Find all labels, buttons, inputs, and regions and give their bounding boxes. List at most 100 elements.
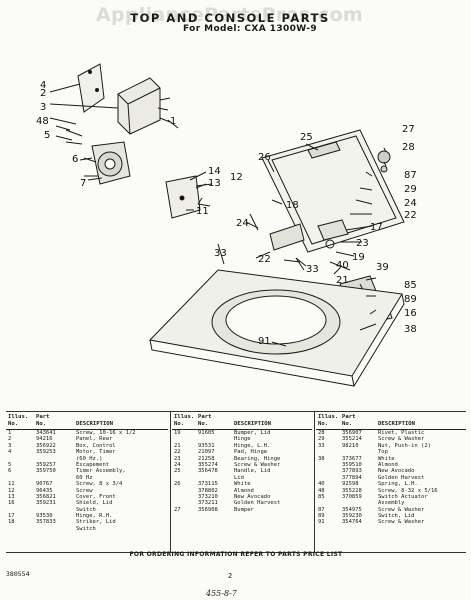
callout-3: 3 bbox=[40, 102, 46, 113]
header-illus: Illus. No. bbox=[8, 414, 29, 427]
table-row: (60 Hz.) bbox=[6, 456, 168, 462]
cell-illus: 48 bbox=[318, 487, 325, 494]
page-number: 2 bbox=[228, 572, 233, 580]
cell-desc: Screw, 8 x 3/4 bbox=[76, 481, 123, 488]
cell-illus: 25 bbox=[174, 468, 181, 475]
cell-illus: 13 bbox=[8, 493, 15, 500]
cell-part: 356908 bbox=[198, 506, 218, 513]
header-illus: Illus. No. bbox=[318, 414, 339, 427]
table-bottom-rule bbox=[6, 552, 466, 553]
control-box-shape bbox=[117, 77, 161, 135]
table-row: Lid bbox=[172, 475, 312, 481]
cell-illus: 40 bbox=[318, 481, 325, 488]
table-row: 60 Hz bbox=[6, 475, 168, 481]
callout-33-right: 33 bbox=[306, 264, 319, 275]
cell-desc: Bumper bbox=[234, 506, 254, 513]
callout-24-lower: 24 bbox=[236, 218, 249, 229]
callout-39: 39 bbox=[376, 262, 389, 273]
cell-illus: 26 bbox=[174, 481, 181, 488]
callout-91: 91 bbox=[258, 336, 271, 347]
table-row: Assembly bbox=[316, 500, 466, 506]
cell-desc: Hinge bbox=[234, 436, 251, 443]
callout-26: 26 bbox=[258, 152, 271, 163]
cell-desc: Panel, Rear bbox=[76, 436, 113, 443]
column-header: Illus. No. Part No. DESCRIPTION bbox=[6, 411, 168, 430]
cell-illus: 27 bbox=[174, 506, 181, 513]
cell-part: 21097 bbox=[198, 449, 215, 456]
cell-desc: Timer Assembly, bbox=[76, 468, 126, 475]
cell-desc: Screw & Washer bbox=[234, 461, 281, 468]
handwritten-note: 455-8-7 bbox=[206, 589, 237, 598]
cell-desc: Hinge, R.H. bbox=[76, 513, 113, 520]
exploded-parts-diagram: 1 2 3 4 48 5 6 7 14 13 12 11 25 26 27 28… bbox=[36, 63, 417, 387]
column-divider bbox=[314, 411, 315, 552]
ordering-footer: FOR ORDERING INFORMATION REFER TO PARTS … bbox=[129, 551, 343, 558]
column-divider bbox=[170, 411, 171, 552]
cell-part: 343641 bbox=[36, 430, 56, 436]
cell-desc: Hinge, L.H. bbox=[234, 442, 271, 449]
callout-89: 89 bbox=[404, 294, 417, 305]
cell-part: 98210 bbox=[342, 442, 359, 449]
cell-part: 354975 bbox=[342, 506, 362, 513]
cell-illus: 5 bbox=[8, 461, 12, 468]
cell-illus: 28 bbox=[318, 430, 325, 436]
callout-6: 6 bbox=[72, 154, 78, 165]
cell-desc: Switch, Lid bbox=[378, 513, 415, 520]
cell-illus: 1 bbox=[8, 430, 12, 436]
callout-7: 7 bbox=[80, 178, 86, 189]
header-illus: Illus. No. bbox=[174, 414, 195, 427]
callout-38: 38 bbox=[404, 324, 417, 335]
cell-desc: Nut, Push-in (2) bbox=[378, 442, 431, 449]
cell-part: 359231 bbox=[36, 500, 56, 507]
cell-illus: 2 bbox=[8, 436, 12, 443]
cell-desc: Pad, Hinge bbox=[234, 449, 268, 456]
cell-desc: Switch bbox=[76, 506, 96, 513]
cell-part: 373115 bbox=[198, 481, 218, 488]
callout-14: 14 bbox=[208, 166, 221, 177]
callout-4: 4 bbox=[40, 80, 46, 91]
cell-illus: 89 bbox=[318, 513, 325, 520]
cell-desc: Bearing, Hinge bbox=[234, 455, 281, 462]
cell-part: 356907 bbox=[342, 430, 362, 436]
cell-desc: Striker, Lid bbox=[76, 519, 116, 526]
cell-illus: 33 bbox=[318, 442, 325, 449]
callout-22-upper: 22 bbox=[404, 210, 417, 221]
cell-illus: 87 bbox=[318, 506, 325, 513]
cell-part: 377893 bbox=[342, 468, 362, 475]
callout-12: 12 bbox=[230, 172, 243, 183]
callout-21: 21 bbox=[336, 275, 349, 286]
cell-part: 378802 bbox=[198, 487, 218, 494]
callout-87: 87 bbox=[404, 170, 417, 181]
column-header: Illus. No. Part No. DESCRIPTION bbox=[316, 411, 466, 430]
table-row: 33 98210 Nut, Push-in (2) bbox=[316, 443, 466, 449]
cell-desc: Shield, Lid bbox=[76, 500, 113, 507]
header-description: DESCRIPTION bbox=[234, 420, 272, 427]
cell-desc: Box, Control bbox=[76, 442, 116, 449]
cell-desc: (60 Hz.) bbox=[76, 455, 103, 462]
cell-part: 21258 bbox=[198, 455, 215, 462]
cell-desc: Rivet, Plastic bbox=[378, 430, 425, 436]
cell-part: 91605 bbox=[198, 430, 215, 436]
table-row: Hinge bbox=[172, 436, 312, 442]
callout-23: 23 bbox=[356, 238, 369, 249]
cell-desc: White bbox=[378, 455, 395, 462]
cell-illus: 22 bbox=[174, 449, 181, 456]
table-row: 28 356907 Rivet, Plastic bbox=[316, 430, 466, 436]
cell-desc: Screw, 8-32 x 5/16 bbox=[378, 487, 438, 494]
callout-1: 1 bbox=[170, 116, 176, 127]
column-header: Illus. No. Part No. DESCRIPTION bbox=[172, 411, 312, 430]
